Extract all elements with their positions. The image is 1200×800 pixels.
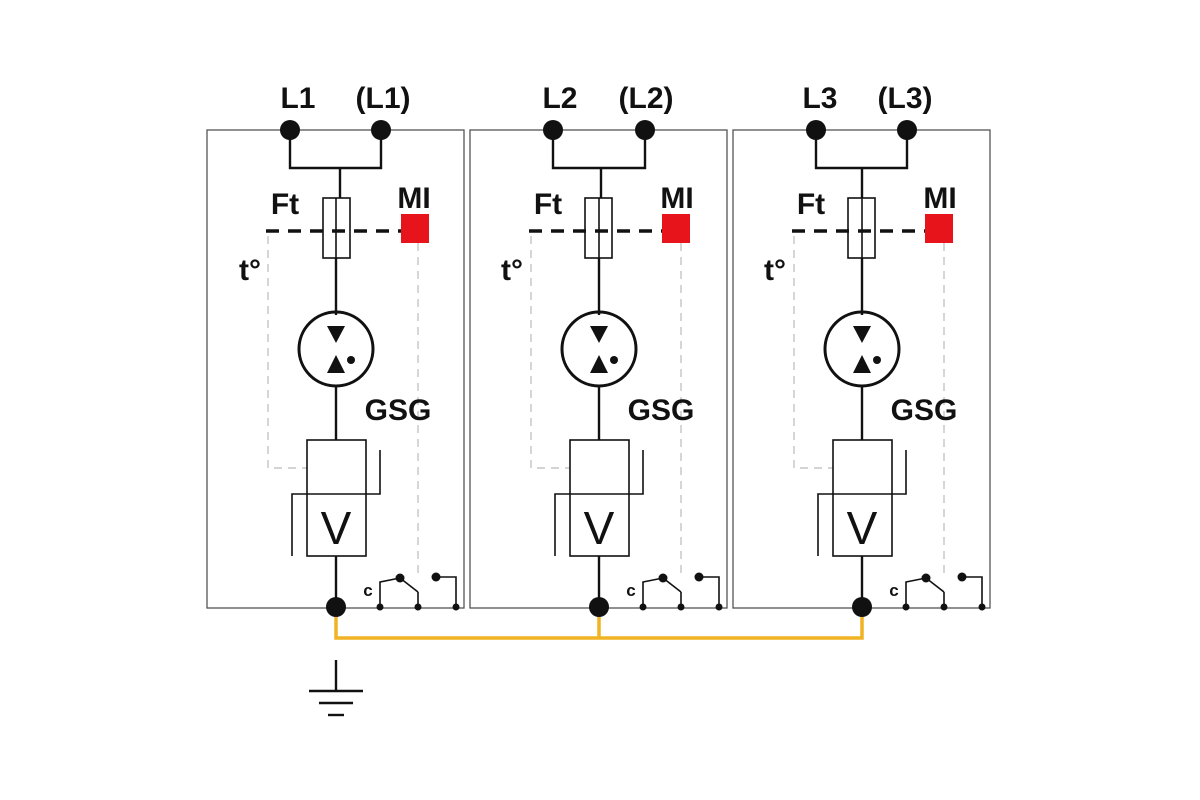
gas-dot: [610, 356, 618, 364]
contact-dot: [414, 603, 422, 611]
indicator-square: [925, 214, 953, 243]
thermal-label: t°: [239, 254, 261, 287]
varistor: V: [554, 439, 644, 557]
input-terminals: [806, 120, 917, 170]
signal-contact: c: [889, 572, 986, 611]
arrow-up: [327, 355, 345, 373]
varistor-label: V: [584, 502, 615, 554]
varistor: V: [291, 439, 381, 557]
contact-dot: [940, 603, 948, 611]
ground-bus: [334, 617, 864, 640]
contact-dot: [452, 603, 460, 611]
gas-spark-gap: [823, 310, 901, 388]
terminal-bridge: [288, 130, 383, 170]
gas-dot: [873, 356, 881, 364]
thermal-label: t°: [501, 254, 523, 287]
contact-blade: [662, 577, 682, 593]
varistor: V: [817, 439, 907, 557]
varistor-bar: [554, 450, 644, 556]
arrow-up: [590, 355, 608, 373]
contact-dot: [715, 603, 723, 611]
module-1: L1 (L1) Ft MI t° GSG V: [206, 82, 465, 617]
indicator-square: [401, 214, 429, 243]
gap-label: GSG: [365, 394, 432, 427]
arrow-up: [853, 355, 871, 373]
input-terminals: [280, 120, 391, 170]
thermal-label: t°: [764, 254, 786, 287]
ground-terminal-dot: [589, 597, 609, 617]
varistor-bar: [291, 450, 381, 556]
alt-line-label: (L1): [356, 82, 411, 115]
contact-dot: [677, 603, 685, 611]
thermal-sense-line: [793, 236, 833, 469]
contact-label: c: [626, 581, 635, 600]
gas-spark-gap: [297, 310, 375, 388]
module-2: L2 (L2) Ft MI t° GSG V: [469, 82, 728, 617]
fuse-label: Ft: [534, 188, 562, 221]
signal-contact: c: [363, 572, 460, 611]
gap-circle: [560, 310, 638, 388]
signal-contact: c: [626, 572, 723, 611]
gas-dot: [347, 356, 355, 364]
varistor-label: V: [847, 502, 878, 554]
gap-label: GSG: [628, 394, 695, 427]
indicator-label: MI: [397, 182, 430, 215]
ground-terminal-dot: [852, 597, 872, 617]
thermal-sense-line: [267, 236, 307, 469]
terminal-bridge: [814, 130, 909, 170]
varistor-label: V: [321, 502, 352, 554]
contact-dot: [978, 603, 986, 611]
contact-blade: [399, 577, 419, 593]
terminal-bridge: [551, 130, 647, 170]
gap-circle: [823, 310, 901, 388]
line-label: L2: [542, 82, 577, 115]
gap-label: GSG: [891, 394, 958, 427]
thermal-sense-line: [530, 236, 570, 469]
ground-terminal-dot: [326, 597, 346, 617]
contact-label: c: [889, 581, 898, 600]
arrow-down: [590, 326, 608, 343]
fuse-label: Ft: [271, 188, 299, 221]
varistor-bar: [817, 450, 907, 556]
contact-arm: [436, 576, 457, 607]
module-3: L3 (L3) Ft MI t° GSG V: [732, 82, 991, 617]
contact-dot: [639, 603, 647, 611]
alt-line-label: (L3): [878, 82, 933, 115]
gap-circle: [297, 310, 375, 388]
indicator-square: [662, 214, 690, 243]
line-label: L1: [280, 82, 315, 115]
indicator-label: MI: [923, 182, 956, 215]
fuse-label: Ft: [797, 188, 825, 221]
contact-dot: [376, 603, 384, 611]
contact-arm: [905, 577, 927, 607]
ground-icon: [309, 660, 363, 717]
line-label: L3: [802, 82, 837, 115]
gas-spark-gap: [560, 310, 638, 388]
contact-blade: [925, 577, 945, 593]
indicator-label: MI: [660, 182, 693, 215]
contact-arm: [642, 577, 664, 607]
alt-line-label: (L2): [619, 82, 674, 115]
arrow-down: [853, 326, 871, 343]
input-terminals: [543, 120, 655, 170]
contact-dot: [902, 603, 910, 611]
contact-arm: [379, 577, 401, 607]
contact-arm: [699, 576, 720, 607]
arrow-down: [327, 326, 345, 343]
contact-label: c: [363, 581, 372, 600]
contact-arm: [962, 576, 983, 607]
